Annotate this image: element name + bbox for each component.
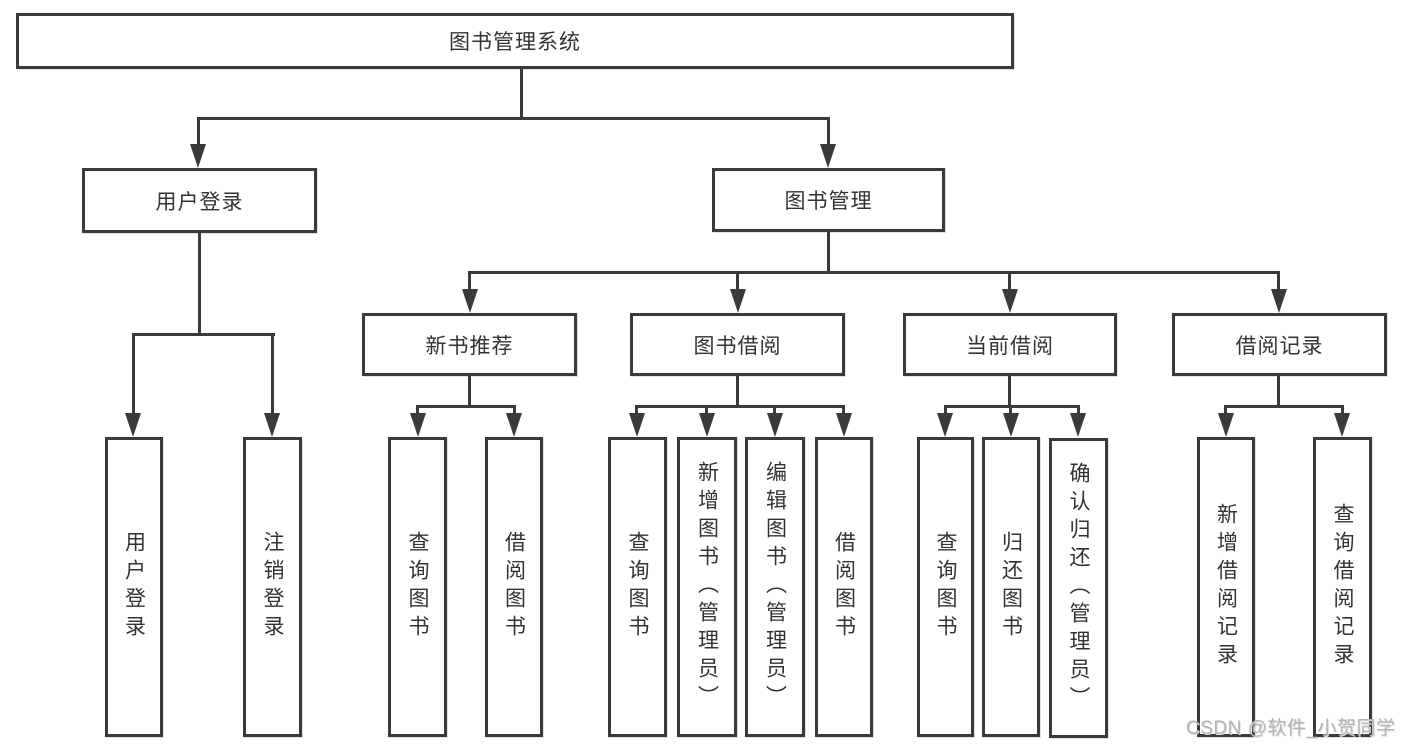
connector-line bbox=[736, 271, 739, 291]
connector-line bbox=[827, 232, 830, 273]
connector-line bbox=[468, 271, 1280, 274]
leaf-borrow-books-recommend-label: 借阅图书 bbox=[502, 531, 526, 643]
leaf-logout-login-label: 注销登录 bbox=[261, 531, 285, 643]
node-current-borrow-label: 当前借阅 bbox=[966, 334, 1054, 358]
watermark-text: CSDN @软件_小贺同学 bbox=[1186, 718, 1396, 739]
leaf-user-login: 用户登录 bbox=[105, 437, 163, 737]
connector-line bbox=[1224, 405, 1227, 417]
connector-line bbox=[1224, 405, 1344, 408]
connector-line bbox=[468, 271, 471, 291]
arrow-down-icon bbox=[1070, 413, 1086, 437]
leaf-query-borrow-record: 查询借阅记录 bbox=[1313, 437, 1372, 737]
arrow-down-icon bbox=[1003, 413, 1019, 437]
leaf-return-books: 归还图书 bbox=[982, 437, 1040, 737]
node-book-management: 图书管理 bbox=[712, 168, 945, 232]
leaf-add-borrow-record: 新增借阅记录 bbox=[1197, 437, 1255, 737]
arrow-down-icon bbox=[820, 144, 836, 168]
leaf-add-book-admin: 新增图书（管理员） bbox=[677, 437, 737, 737]
leaf-logout-login: 注销登录 bbox=[243, 437, 302, 737]
arrow-down-icon bbox=[629, 413, 645, 437]
leaf-confirm-return-admin-label: 确认归还（管理员） bbox=[1067, 462, 1091, 714]
leaf-borrow-books-recommend: 借阅图书 bbox=[485, 437, 543, 737]
node-book-management-label: 图书管理 bbox=[784, 190, 873, 213]
leaf-borrow-books-borrow-label: 借阅图书 bbox=[832, 531, 856, 643]
connector-line bbox=[944, 405, 947, 417]
node-borrow-records: 借阅记录 bbox=[1172, 313, 1387, 376]
node-user-login-label: 用户登录 bbox=[155, 190, 244, 214]
arrow-down-icon bbox=[937, 413, 953, 437]
connector-line bbox=[416, 405, 516, 408]
node-root-label: 图书管理系统 bbox=[449, 31, 581, 54]
leaf-query-books-recommend-label: 查询图书 bbox=[406, 531, 430, 643]
arrow-down-icon bbox=[264, 413, 280, 437]
arrow-down-icon bbox=[699, 413, 715, 437]
node-root: 图书管理系统 bbox=[16, 13, 1014, 69]
node-new-book-recommend: 新书推荐 bbox=[362, 313, 577, 376]
arrow-down-icon bbox=[1271, 289, 1287, 313]
connector-line bbox=[1277, 376, 1280, 407]
arrow-down-icon bbox=[1218, 413, 1234, 437]
node-new-book-recommend-label: 新书推荐 bbox=[425, 334, 514, 358]
leaf-query-books-recommend: 查询图书 bbox=[388, 437, 447, 737]
connector-line bbox=[1277, 271, 1280, 291]
connector-line bbox=[468, 376, 471, 407]
connector-line bbox=[197, 117, 200, 147]
connector-line bbox=[635, 405, 845, 408]
connector-line bbox=[1077, 405, 1080, 417]
leaf-query-books-borrow: 查询图书 bbox=[608, 437, 667, 737]
leaf-add-borrow-record-label: 新增借阅记录 bbox=[1214, 503, 1238, 671]
connector-line bbox=[416, 405, 419, 417]
connector-line bbox=[520, 69, 523, 119]
connector-line bbox=[1008, 271, 1011, 291]
leaf-user-login-label: 用户登录 bbox=[122, 531, 146, 643]
connector-line bbox=[773, 405, 776, 417]
connector-line bbox=[132, 333, 135, 415]
leaf-query-books-current: 查询图书 bbox=[917, 437, 974, 737]
arrow-down-icon bbox=[836, 413, 852, 437]
leaf-edit-book-admin-label: 编辑图书（管理员） bbox=[763, 461, 787, 713]
leaf-confirm-return-admin: 确认归还（管理员） bbox=[1049, 438, 1108, 738]
node-borrow-records-label: 借阅记录 bbox=[1235, 334, 1324, 358]
leaf-borrow-books-borrow: 借阅图书 bbox=[815, 437, 873, 737]
connector-line bbox=[1009, 405, 1012, 417]
leaf-query-borrow-record-label: 查询借阅记录 bbox=[1331, 503, 1355, 671]
connector-line bbox=[198, 233, 201, 336]
connector-line bbox=[513, 405, 516, 417]
arrow-down-icon bbox=[1334, 413, 1350, 437]
connector-line bbox=[1341, 405, 1344, 417]
leaf-add-book-admin-label: 新增图书（管理员） bbox=[695, 461, 719, 713]
arrow-down-icon bbox=[410, 413, 426, 437]
leaf-return-books-label: 归还图书 bbox=[999, 531, 1023, 643]
arrow-down-icon bbox=[506, 413, 522, 437]
leaf-query-books-borrow-label: 查询图书 bbox=[626, 531, 650, 643]
node-book-borrow-label: 图书借阅 bbox=[693, 334, 782, 358]
leaf-edit-book-admin: 编辑图书（管理员） bbox=[745, 437, 805, 737]
node-current-borrow: 当前借阅 bbox=[903, 313, 1117, 376]
connector-line bbox=[271, 333, 274, 415]
connector-line bbox=[132, 333, 275, 336]
connector-line bbox=[705, 405, 708, 417]
arrow-down-icon bbox=[462, 289, 478, 313]
connector-line bbox=[1008, 376, 1011, 407]
arrow-down-icon bbox=[767, 413, 783, 437]
arrow-down-icon bbox=[730, 289, 746, 313]
arrow-down-icon bbox=[190, 144, 206, 168]
connector-line bbox=[635, 405, 638, 417]
connector-line bbox=[197, 117, 830, 120]
node-book-borrow: 图书借阅 bbox=[630, 313, 845, 376]
connector-line bbox=[827, 117, 830, 147]
connector-line bbox=[842, 405, 845, 417]
arrow-down-icon bbox=[125, 413, 141, 437]
connector-line bbox=[944, 405, 1080, 408]
node-user-login: 用户登录 bbox=[82, 168, 317, 233]
leaf-query-books-current-label: 查询图书 bbox=[934, 531, 958, 643]
arrow-down-icon bbox=[1002, 289, 1018, 313]
connector-line bbox=[736, 376, 739, 407]
